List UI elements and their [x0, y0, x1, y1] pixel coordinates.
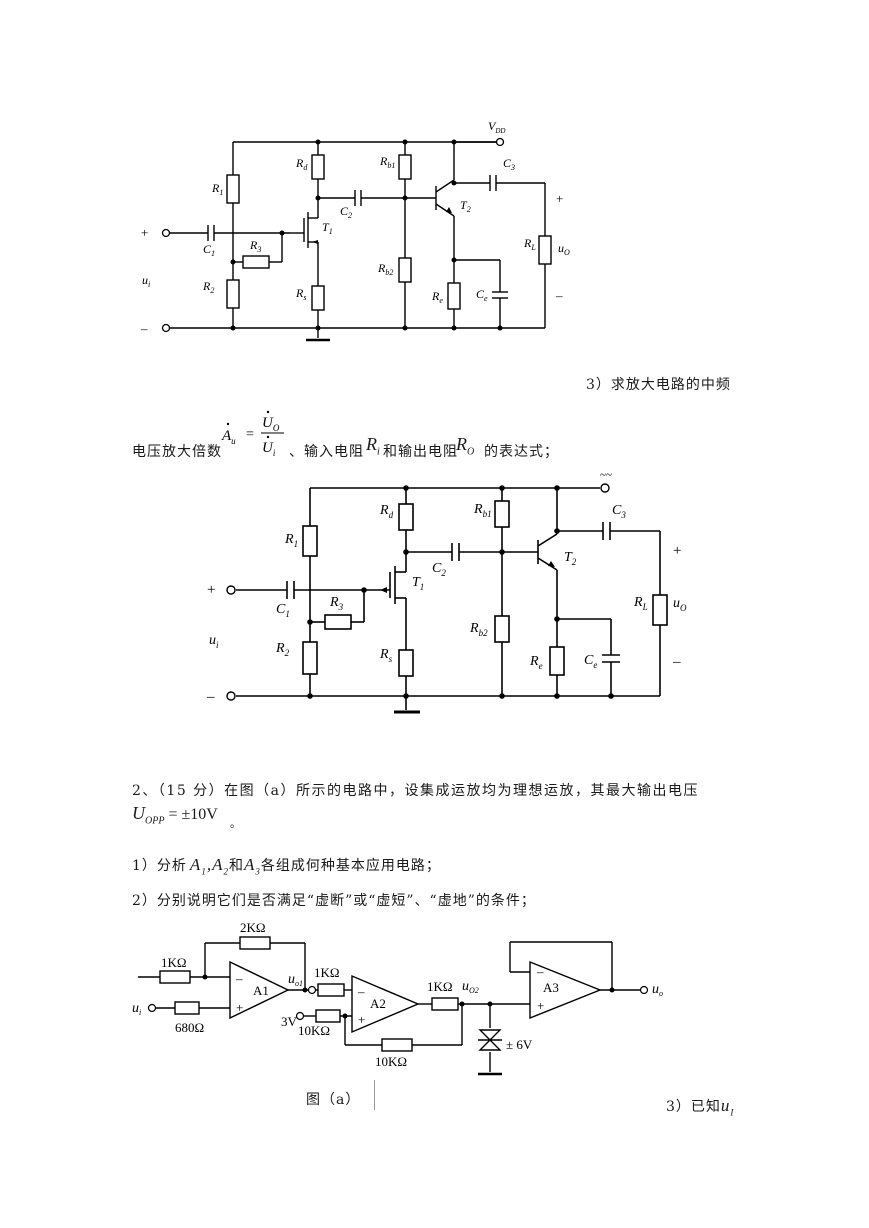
and-text: 和输出电阻: [383, 444, 458, 460]
c2-label-c2: C2: [432, 561, 446, 578]
c2-label-c3: C3: [612, 503, 626, 520]
c2-input-plus: +: [207, 582, 215, 598]
zener-6v: ± 6V: [506, 1037, 533, 1052]
q3-text: 3）求放大电路的中频: [586, 377, 731, 393]
a1-plus: +: [236, 1000, 243, 1015]
c2-label-r1: R1: [284, 532, 298, 549]
c1-label-c3: C3: [503, 156, 515, 172]
a1-label: A1: [253, 983, 269, 998]
c1-label-r2: R2: [202, 279, 214, 295]
a2-minus: –: [357, 984, 365, 999]
c2-label-uo: uO: [673, 596, 687, 613]
a3-label: A3: [543, 980, 559, 995]
c2-input-minus: –: [206, 689, 215, 705]
r-feedback2-10k: 10KΩ: [375, 1054, 407, 1069]
uo1-label: uo1: [288, 972, 303, 988]
c2-label-t1: T1: [412, 575, 424, 592]
r-plus2-10k: 10KΩ: [298, 1023, 330, 1038]
c2-label-rl: RL: [633, 595, 648, 612]
c2-label-rb1: Rb1: [473, 502, 492, 519]
c1-input-minus: –: [140, 321, 148, 336]
uopp-formula: UOPP= ±10V: [132, 803, 218, 827]
gain-formula: Au = UO Ui: [221, 410, 284, 458]
r-input-1k: 1KΩ: [161, 955, 187, 970]
c1-label-t2: T2: [460, 198, 471, 214]
opamp-circuit: 2KΩ 1KΩ 680Ω 1KΩ 10KΩ 10KΩ 1KΩ 3V ± 6V A…: [132, 920, 663, 1076]
ref-3v: 3V: [281, 1014, 298, 1029]
circuit-diagram-1: VDD R1 R2 R3 Rd Rs Rb1 Rb2 Re RL C1 C2 C…: [140, 119, 570, 342]
c1-output-minus: –: [555, 288, 563, 303]
uopp-end: 。: [230, 817, 242, 830]
ro-label: RO: [456, 434, 475, 458]
svg-text:=: =: [246, 427, 254, 442]
c2-label-r2: R2: [275, 641, 290, 658]
c2-label-rb2: Rb2: [469, 621, 488, 638]
c1-label-ce: Ce: [476, 287, 488, 303]
q3-line2-suffix: 的表达式；: [484, 444, 559, 460]
c2-label-r3: R3: [329, 595, 344, 612]
a2-plus: +: [358, 1012, 365, 1027]
c2-output-minus: –: [672, 654, 681, 670]
a3-minus: –: [536, 964, 544, 979]
c1-label-ui: ui: [142, 273, 150, 289]
a2-label: A2: [370, 996, 386, 1011]
c1-input-plus: +: [141, 225, 148, 240]
r-feedback-2k: 2KΩ: [240, 920, 266, 935]
svg-text:Au: Au: [221, 428, 236, 446]
c1-label-rd: Rd: [295, 156, 308, 172]
figure-caption: 图（a）: [306, 1092, 361, 1108]
q3-line2-mid: 、输入电阻: [289, 444, 364, 460]
uo-label: uo: [652, 982, 663, 998]
c1-label-rl: RL: [523, 236, 536, 252]
c2-label-re: Re: [529, 654, 543, 671]
c2-label-c1: C1: [276, 602, 290, 619]
q2-item3: 3）已知uI: [666, 1096, 735, 1118]
ui-label: ui: [132, 1001, 141, 1017]
svg-text:UO: UO: [262, 415, 280, 433]
c1-label-c1: C1: [203, 242, 215, 258]
r-plus-680: 680Ω: [175, 1020, 204, 1035]
c2-label-rs: Rs: [379, 647, 393, 664]
c1-label-r1: R1: [211, 181, 223, 197]
ri-label: Ri: [366, 434, 380, 458]
svg-text:Ui: Ui: [262, 440, 276, 458]
q3-line2-prefix: 电压放大倍数: [132, 444, 222, 460]
c2-label-ce: Ce: [584, 653, 597, 670]
c1-label-r3: R3: [249, 238, 261, 254]
c2-output-plus: +: [673, 543, 681, 559]
c1-label-t1: T1: [322, 220, 333, 236]
caption-divider: [374, 1080, 375, 1110]
c1-vdd-label: VDD: [488, 119, 505, 135]
c2-label-ui: ui: [209, 633, 219, 650]
c1-label-rb1: Rb1: [379, 154, 395, 170]
c2-vdd-label: ~~: [600, 470, 612, 481]
q2-item2: 2）分别说明它们是否满足“虚断”或“虚短”、“虚地”的条件；: [132, 893, 536, 909]
q2-line1: 2、（15 分）在图（a）所示的电路中，设集成运放均为理想运放，其最大输出电压: [132, 783, 700, 799]
a1-minus: –: [235, 971, 243, 986]
r-output2-1k: 1KΩ: [427, 979, 453, 994]
circuit-diagram-2: ~~ R1 R2 R3 Rd Rs Rb1 Rb2 Re RL C1 C2 C3…: [206, 470, 687, 714]
uo2-label: uO2: [462, 979, 479, 995]
r-input2-1k: 1KΩ: [314, 965, 340, 980]
c2-label-rd: Rd: [379, 503, 394, 520]
c1-output-plus: +: [556, 191, 563, 206]
c2-label-t2: T2: [564, 550, 577, 567]
a3-plus: +: [537, 998, 544, 1013]
c1-label-uo: uO: [558, 241, 570, 257]
c1-label-c2: C2: [340, 204, 352, 220]
c1-label-rs: Rs: [295, 286, 306, 302]
c1-label-re: Re: [431, 289, 443, 305]
c1-label-rb2: Rb2: [377, 261, 393, 277]
